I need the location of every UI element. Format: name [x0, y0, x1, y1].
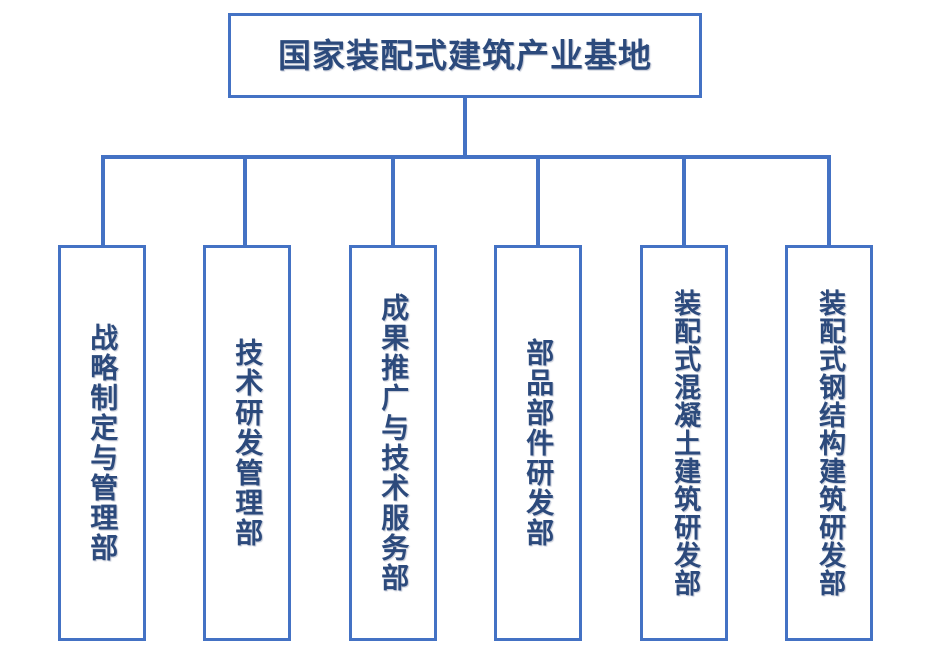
department-node-6[interactable]: 装配式钢结构建筑研发部	[785, 245, 873, 641]
department-node-1[interactable]: 战略制定与管理部	[58, 245, 146, 641]
connector-drop-1	[101, 155, 105, 247]
connector-drop-3	[391, 155, 395, 247]
connector-drop-5	[682, 155, 686, 247]
department-node-4[interactable]: 部品部件研发部	[494, 245, 582, 641]
department-node-3[interactable]: 成果推广与技术服务部	[349, 245, 437, 641]
root-node-label: 国家装配式建筑产业基地	[278, 36, 652, 75]
department-label-2: 技术研发管理部	[231, 338, 265, 548]
connector-drop-4	[536, 155, 540, 247]
connector-drop-6	[827, 155, 831, 247]
connector-drop-2	[243, 155, 247, 247]
connector-horizontal-bus	[101, 155, 831, 159]
department-node-2[interactable]: 技术研发管理部	[203, 245, 291, 641]
root-node-national-base[interactable]: 国家装配式建筑产业基地	[228, 13, 702, 98]
department-label-3: 成果推广与技术服务部	[377, 293, 411, 593]
department-label-5: 装配式混凝土建筑研发部	[669, 289, 701, 597]
department-label-1: 战略制定与管理部	[86, 323, 120, 563]
department-label-4: 部品部件研发部	[522, 338, 556, 548]
department-node-5[interactable]: 装配式混凝土建筑研发部	[640, 245, 728, 641]
department-label-6: 装配式钢结构建筑研发部	[814, 289, 846, 597]
connector-root-vertical	[463, 98, 467, 159]
